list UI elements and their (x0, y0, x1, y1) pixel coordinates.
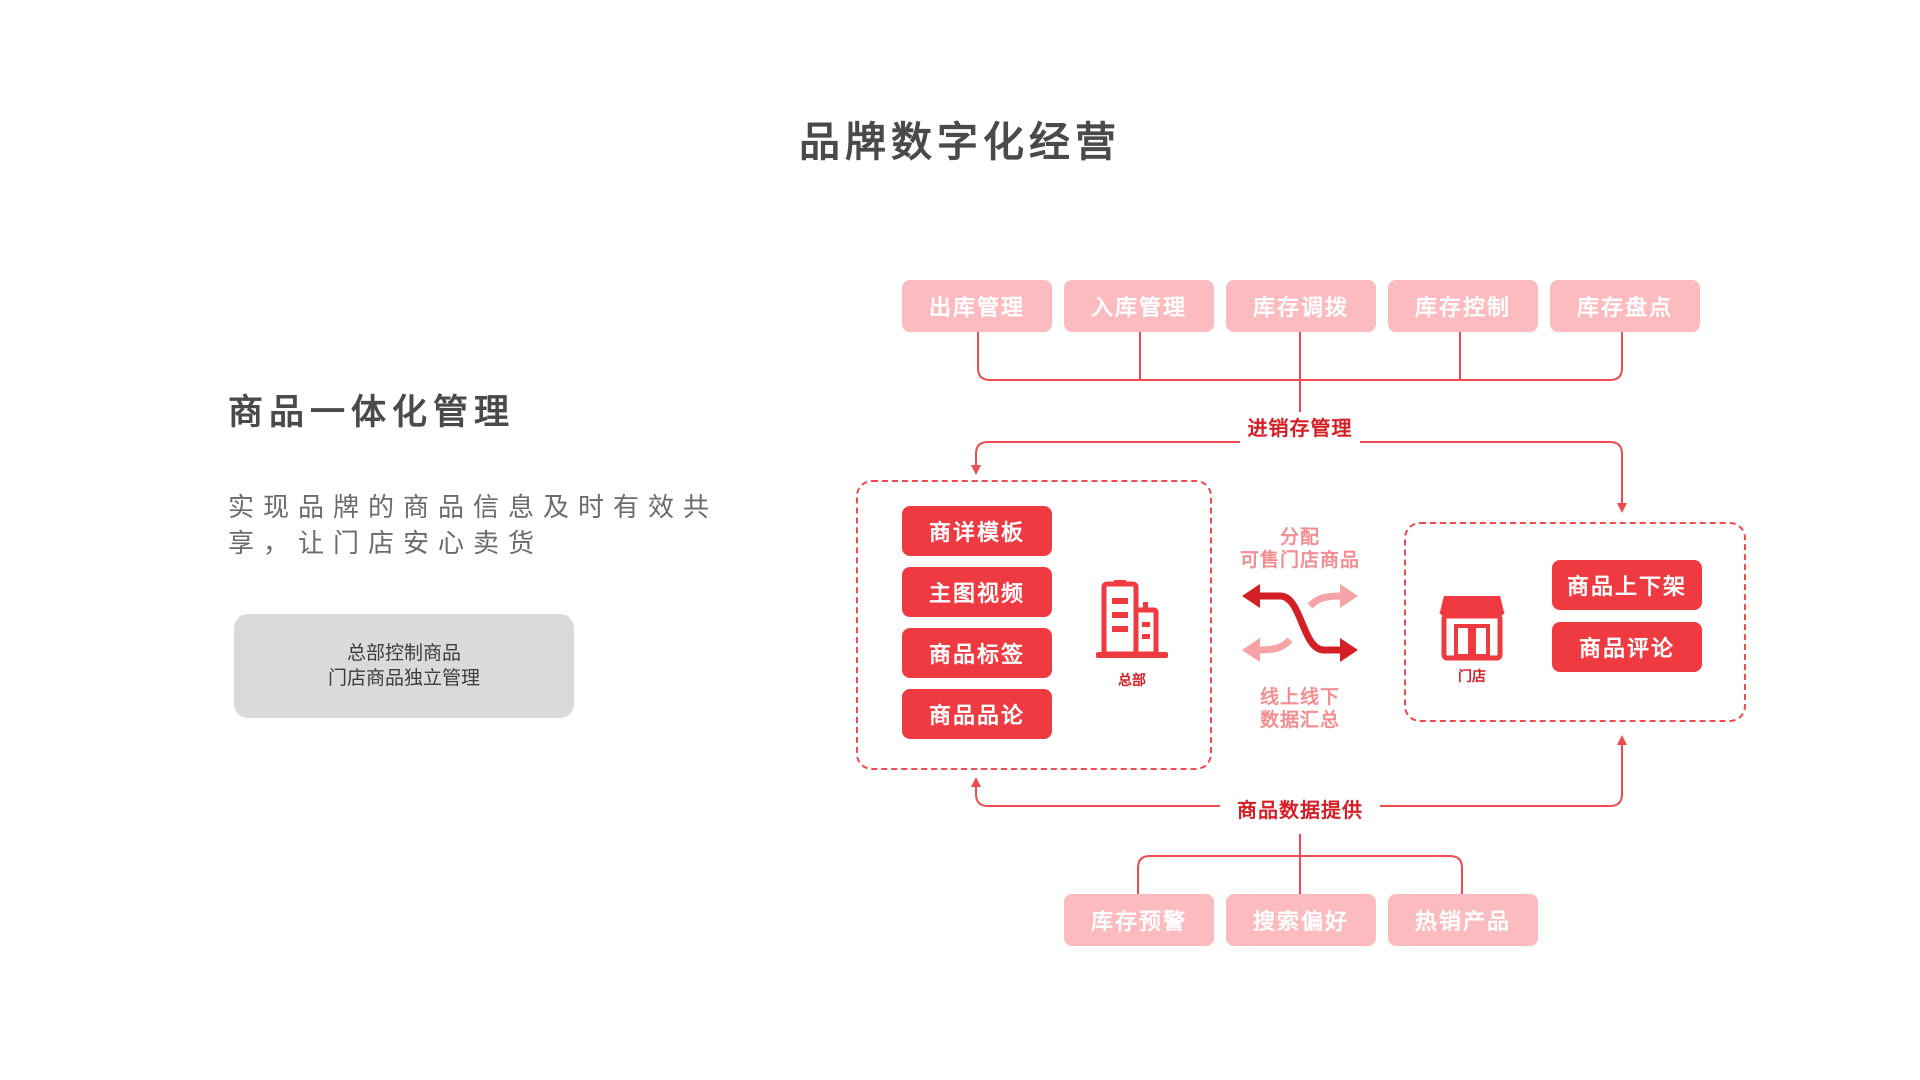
bottom-bracket-lines (1137, 834, 1463, 894)
office-building-icon (1096, 580, 1168, 658)
chip-hot-products: 热销产品 (1388, 894, 1538, 946)
middle-bottom-line-1: 线上线下 (1259, 686, 1340, 708)
middle-top-line-1: 分配 (1279, 526, 1320, 548)
section-title: 商品一体化管理 (228, 393, 516, 433)
middle-top-text: 分配 可售门店商品 (1230, 526, 1370, 572)
middle-bottom-text: 线上线下 数据汇总 (1230, 686, 1370, 732)
hq-item-tags: 商品标签 (902, 628, 1052, 678)
chip-transfer: 库存调拨 (1226, 280, 1376, 332)
store-label: 门店 (1458, 669, 1486, 685)
chip-outbound: 出库管理 (902, 280, 1052, 332)
note-line-2: 门店商品独立管理 (327, 667, 480, 689)
store-box (1404, 522, 1746, 722)
section-description: 实现品牌的商品信息及时有效共享，让门店安心卖货 (228, 493, 719, 559)
hq-item-reviews: 商品品论 (902, 689, 1052, 739)
chip-inbound: 入库管理 (1064, 280, 1214, 332)
hq-item-main-video: 主图视频 (902, 567, 1052, 617)
top-label: 进销存管理 (1234, 412, 1366, 441)
bottom-arrow-lines (971, 735, 1627, 807)
top-bracket-lines (977, 330, 1623, 414)
chip-stocktake: 库存盘点 (1550, 280, 1700, 332)
chip-control: 库存控制 (1388, 280, 1538, 332)
storefront-icon (1439, 596, 1505, 661)
chip-stock-alert: 库存预警 (1064, 894, 1214, 946)
store-item-reviews: 商品评论 (1552, 622, 1702, 672)
hq-box (856, 480, 1212, 770)
top-arrow-lines (971, 441, 1627, 513)
note-line-1: 总部控制商品 (346, 642, 461, 664)
shuffle-arrows-icon (1242, 584, 1358, 662)
hq-item-detail-template: 商详模板 (902, 506, 1052, 556)
note-box: 总部控制商品 门店商品独立管理 (234, 614, 574, 718)
bottom-label: 商品数据提供 (1224, 794, 1376, 823)
chip-search-preference: 搜索偏好 (1226, 894, 1376, 946)
hq-label: 总部 (1118, 673, 1146, 689)
middle-top-line-2: 可售门店商品 (1239, 549, 1360, 571)
page-title: 品牌数字化经营 (799, 118, 1121, 166)
store-item-listing: 商品上下架 (1552, 560, 1702, 610)
middle-bottom-line-2: 数据汇总 (1259, 709, 1340, 731)
